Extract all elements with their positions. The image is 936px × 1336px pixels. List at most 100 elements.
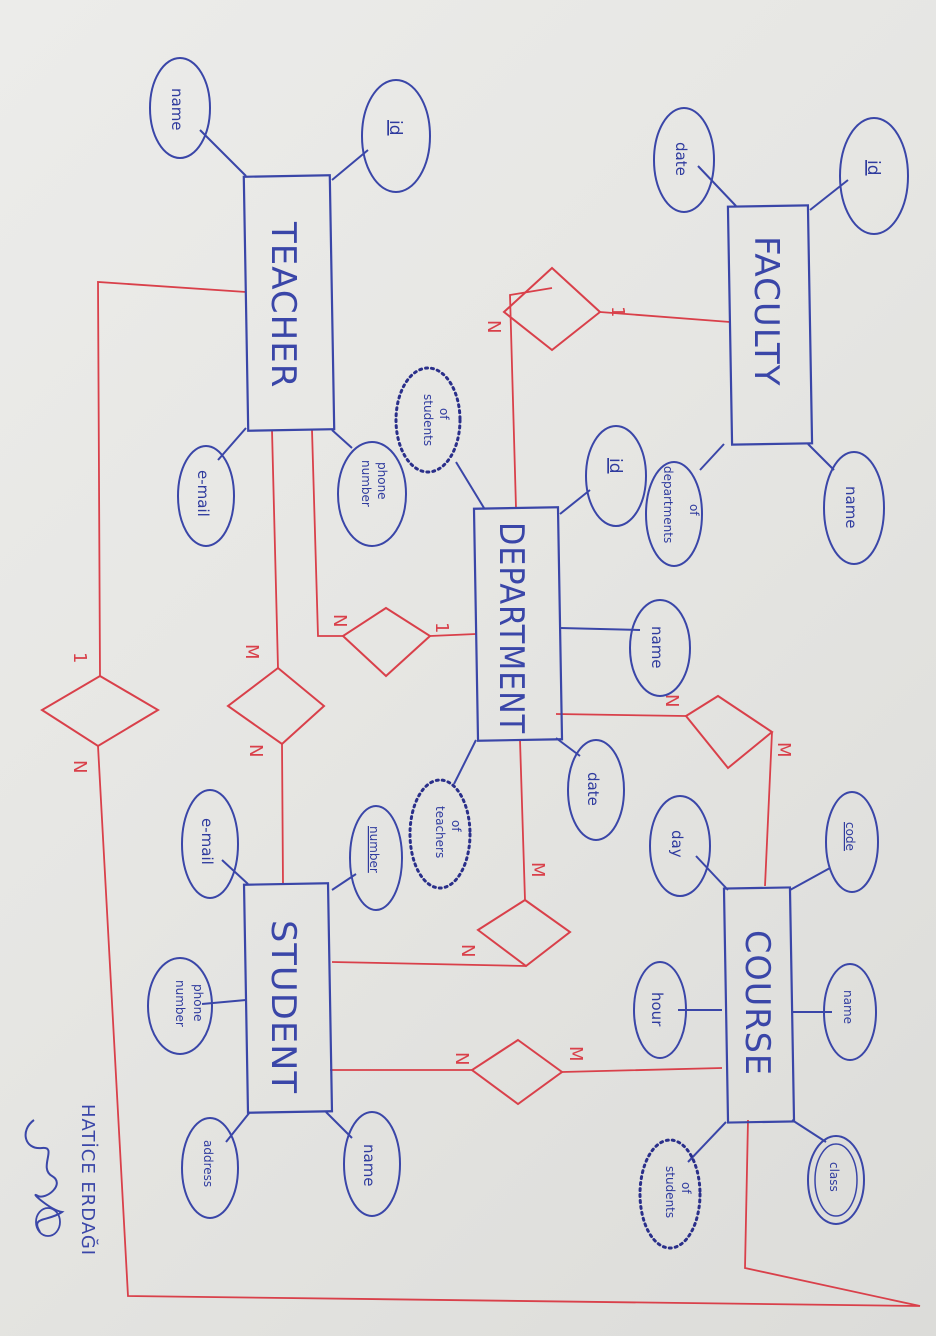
attr-faculty-date[interactable]: [653, 107, 715, 213]
card-department-student-department: M: [527, 862, 548, 878]
attr-faculty-departments[interactable]: [645, 461, 703, 567]
attr-teacher-email-label: e-mail: [194, 470, 212, 517]
link-faculty-departments: [699, 443, 725, 471]
attr-department-id[interactable]: [585, 425, 647, 527]
attr-student-address-label: address: [201, 1140, 215, 1187]
attr-student-phone[interactable]: [147, 957, 213, 1055]
card-student-course-course: M: [565, 1046, 586, 1062]
attr-teacher-phone[interactable]: [337, 441, 407, 547]
card-faculty-department-department: N: [483, 320, 504, 333]
entity-student-box[interactable]: [242, 882, 334, 1114]
cardinality-labels: 1 N N 1 M N 1 N N M M N N M: [69, 306, 794, 1065]
attr-faculty-departments-label-1: of: [687, 504, 701, 516]
link-teacher-id: [331, 149, 369, 181]
attr-teacher-name-label: name: [168, 88, 186, 131]
diamond-teacher-student[interactable]: [226, 666, 326, 746]
signature-mark: [35, 1207, 61, 1237]
link-department-name: [559, 627, 641, 631]
link-student-name: [325, 1111, 353, 1139]
attr-teacher-phone-label-1: phone: [375, 462, 389, 500]
diamond-student-course[interactable]: [470, 1038, 564, 1106]
attr-course-class[interactable]: [807, 1135, 865, 1225]
link-student-phone: [201, 999, 247, 1005]
diamond-department-course[interactable]: [684, 694, 774, 770]
attr-student-number[interactable]: [349, 805, 403, 911]
attr-course-code-label: code: [843, 822, 857, 851]
card-teacher-student-teacher: M: [241, 644, 262, 660]
attr-course-hour[interactable]: [633, 961, 687, 1059]
signature-scribble: [24, 1119, 65, 1233]
attr-student-name[interactable]: [343, 1111, 401, 1217]
attr-faculty-id[interactable]: [839, 117, 909, 235]
attr-faculty-departments-label-2: departments: [661, 466, 675, 543]
entity-department-box[interactable]: [472, 506, 564, 742]
attr-course-class-label: class: [827, 1162, 841, 1192]
diamond-teacher-course[interactable]: [40, 674, 160, 748]
attr-faculty-name[interactable]: [823, 451, 885, 565]
attr-department-teachers-label-2: teachers: [433, 806, 447, 858]
attr-department-students-label-2: students: [421, 394, 435, 446]
attr-student-address[interactable]: [181, 1117, 239, 1219]
card-teacher-course-teacher: 1: [69, 652, 90, 663]
link-faculty-name: [807, 443, 835, 471]
attr-department-teachers[interactable]: [408, 778, 472, 890]
link-teacher-name: [199, 129, 247, 177]
card-teacher-student-student: N: [245, 744, 266, 757]
attr-teacher-name[interactable]: [149, 57, 211, 159]
attr-course-day-label: day: [668, 830, 686, 858]
link-course-day: [695, 855, 729, 891]
attr-department-teachers-label-1: of: [449, 820, 463, 832]
card-department-course-department: N: [661, 694, 682, 707]
attr-course-class-inner: [814, 1143, 858, 1217]
diamond-department-student[interactable]: [476, 898, 572, 968]
entity-teacher-box[interactable]: [242, 174, 336, 432]
attr-teacher-id[interactable]: [361, 79, 431, 193]
card-faculty-department-faculty: 1: [607, 306, 628, 317]
link-course-class: [791, 1119, 827, 1143]
diamond-teacher-department[interactable]: [341, 606, 432, 678]
entity-student-label: STUDENT: [263, 920, 303, 1094]
attr-teacher-email[interactable]: [177, 445, 235, 547]
attr-course-code[interactable]: [825, 791, 879, 893]
entity-department-label: DEPARTMENT: [491, 522, 531, 734]
attr-department-name-label: name: [648, 626, 666, 669]
attr-department-name[interactable]: [629, 599, 691, 697]
link-teacher-phone: [331, 429, 353, 449]
attr-teacher-phone-label-2: number: [359, 460, 373, 507]
attr-course-students[interactable]: [638, 1138, 702, 1250]
attr-student-email-label: e-mail: [198, 818, 216, 865]
link-faculty-id: [809, 179, 849, 211]
entities: TEACHER FACULTY DEPARTMENT STUDENT COURS…: [242, 174, 814, 1124]
entity-teacher-label: TEACHER: [263, 221, 303, 388]
relationship-diamonds: [40, 266, 774, 1106]
attr-student-name-label: name: [360, 1144, 378, 1187]
attr-department-students-label-1: of: [437, 408, 451, 420]
link-department-id: [559, 489, 591, 515]
link-course-students: [687, 1121, 727, 1163]
card-student-course-student: N: [451, 1052, 472, 1065]
author-area: HATİCE ERDAĞI: [24, 1104, 99, 1256]
attr-course-students-label-1: of: [679, 1182, 693, 1194]
attr-department-students[interactable]: [394, 366, 462, 474]
entity-course-box[interactable]: [722, 886, 796, 1124]
rel-line-teacher-course: [97, 281, 921, 1307]
entity-faculty-box[interactable]: [726, 204, 814, 446]
attr-student-phone-label-1: phone: [191, 984, 205, 1022]
attr-department-date-label: date: [584, 772, 602, 806]
diamond-faculty-department[interactable]: [502, 266, 602, 352]
link-course-code: [789, 867, 831, 891]
card-teacher-department-department: 1: [431, 622, 452, 633]
attr-faculty-id-label: id: [863, 160, 883, 176]
card-department-student-student: N: [457, 944, 478, 957]
attr-student-number-label: number: [367, 826, 381, 873]
attr-course-name[interactable]: [823, 963, 877, 1061]
attr-course-day[interactable]: [649, 795, 711, 897]
attr-student-email[interactable]: [181, 789, 239, 899]
rel-line-student-course: [330, 1067, 723, 1073]
rel-line-teacher-student: [271, 429, 284, 885]
link-faculty-date: [697, 165, 737, 207]
attr-student-phone-label-2: number: [173, 980, 187, 1027]
attr-department-date[interactable]: [567, 739, 625, 841]
